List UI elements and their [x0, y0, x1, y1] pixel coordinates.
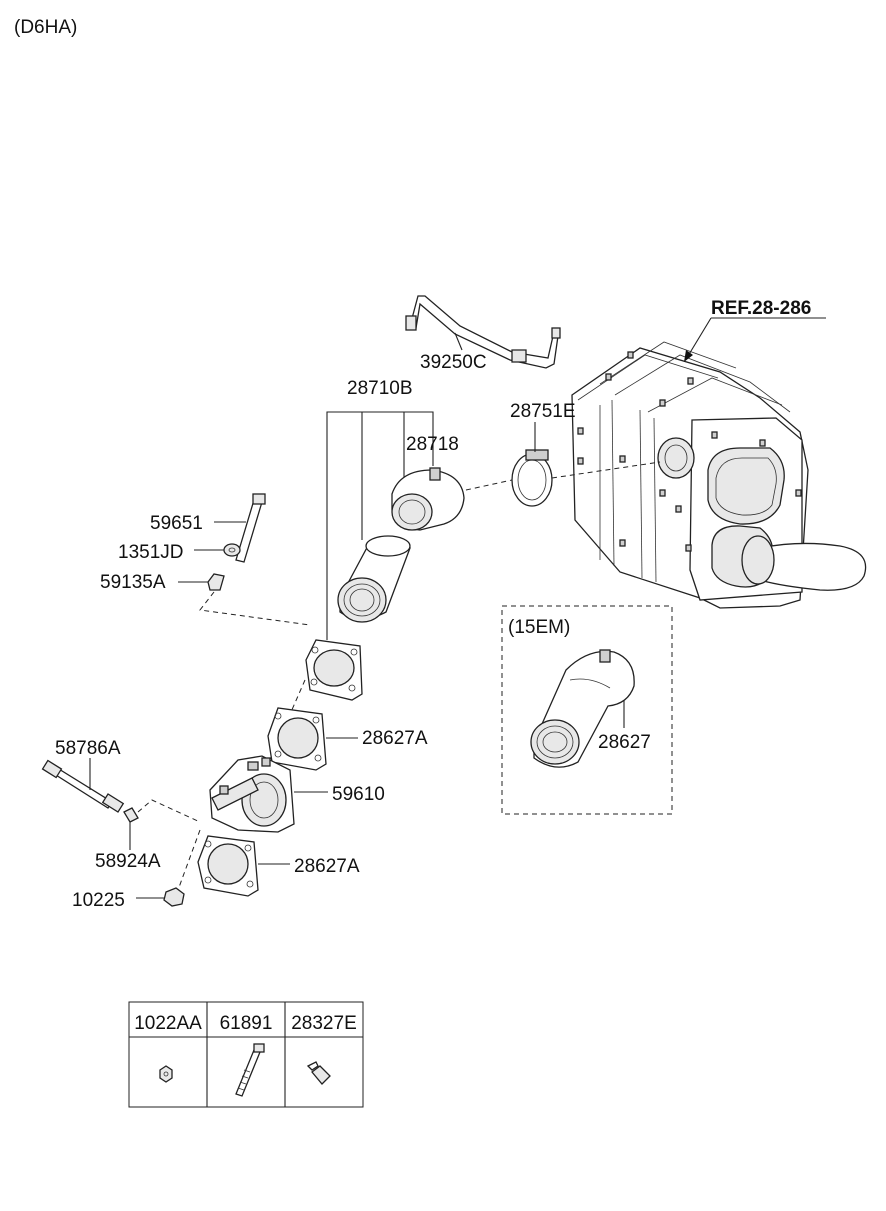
part-28710b-pipe — [337, 535, 411, 623]
part-28710b-label: 28710B — [347, 378, 413, 399]
part-59610-label: 59610 — [332, 784, 385, 805]
part-10225-nut — [163, 887, 185, 907]
part-39250c-label: 39250C — [420, 352, 487, 373]
reference-label: REF.28-286 — [711, 298, 811, 319]
reference-arrow-icon — [684, 350, 693, 362]
part-58924a-connector — [123, 807, 139, 823]
part-28627a-lower-label: 28627A — [294, 856, 360, 877]
part-1351jd-label: 1351JD — [118, 542, 184, 563]
part-1351jd-washer — [223, 543, 241, 557]
part-59610-valve — [209, 755, 295, 833]
part-28718-elbow — [391, 467, 465, 531]
part-59651-bolt — [235, 493, 266, 563]
part-59135a-label: 59135A — [100, 572, 166, 593]
bolt-icon — [235, 1043, 265, 1097]
part-28627a-upper-gasket — [267, 707, 327, 771]
part-59651-label: 59651 — [150, 513, 203, 534]
fitting-icon — [306, 1061, 331, 1085]
engine-code-label: (D6HA) — [14, 17, 77, 38]
table-col-1-header: 1022AA — [134, 1013, 202, 1034]
table-col-3-header: 28327E — [291, 1013, 357, 1034]
part-58786a-label: 58786A — [55, 738, 121, 759]
variant-part-label: 28627 — [598, 732, 651, 753]
part-10225-label: 10225 — [72, 890, 125, 911]
parts-table: 1022AA 61891 28327E — [128, 1001, 364, 1108]
part-28751e-label: 28751E — [510, 401, 576, 422]
part-28751e-clamp — [511, 449, 553, 507]
variant-box-15em — [501, 605, 673, 815]
part-28627-elbow — [530, 649, 635, 768]
part-upper-flange-gasket — [305, 639, 363, 701]
muffler-assembly — [571, 341, 867, 609]
table-col-2-header: 61891 — [220, 1013, 273, 1034]
variant-box-title: (15EM) — [508, 617, 570, 638]
part-39250c-pipe — [405, 295, 561, 369]
part-58786a-hose — [41, 759, 125, 813]
part-58924a-label: 58924A — [95, 851, 161, 872]
part-28627a-upper-label: 28627A — [362, 728, 428, 749]
nut-icon — [159, 1065, 173, 1083]
part-28627a-lower-gasket — [197, 835, 259, 897]
part-28718-label: 28718 — [406, 434, 459, 455]
part-59135a-spacer — [207, 573, 225, 591]
